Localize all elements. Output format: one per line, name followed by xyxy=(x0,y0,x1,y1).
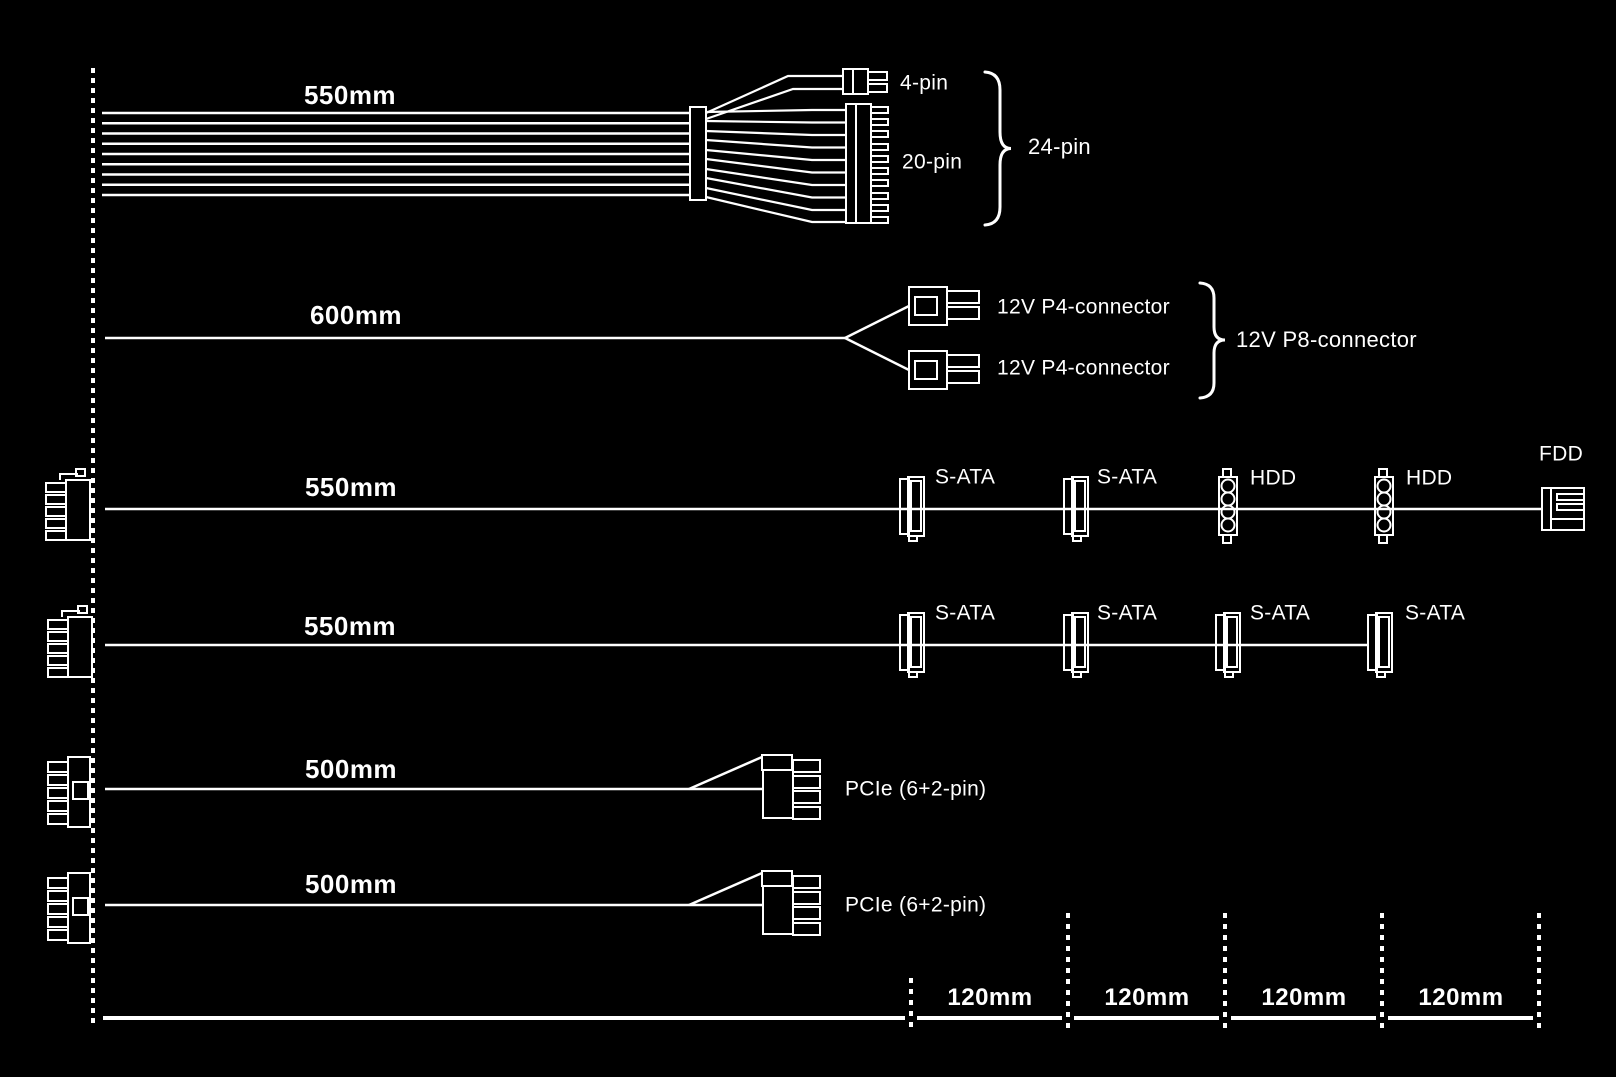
atx-cable-bundle xyxy=(102,111,690,197)
connector-label: 4-pin xyxy=(900,71,949,95)
scale-segment-label: 120mm xyxy=(1418,984,1504,1011)
modular-socket-icon xyxy=(47,756,91,828)
atx-fanout-wires xyxy=(705,74,846,224)
20pin-connector-icon xyxy=(845,103,889,224)
sata-connector-icon xyxy=(1367,612,1393,678)
scale-segment-label: 120mm xyxy=(1104,984,1190,1011)
connector-label: PCIe (6+2-pin) xyxy=(845,893,987,917)
connector-label: S-ATA xyxy=(1097,465,1158,489)
pcie-cable-line xyxy=(105,755,763,791)
cable-length-label: 550mm xyxy=(303,80,397,110)
cable-length-label: 500mm xyxy=(304,754,398,784)
hdd-molex-connector-icon xyxy=(1218,468,1238,544)
cable-length-label: 550mm xyxy=(303,611,397,641)
hdd-molex-connector-icon xyxy=(1374,468,1394,544)
pcie-cable-line xyxy=(105,871,763,907)
cable-length-label: 600mm xyxy=(309,300,403,330)
4pin-connector-icon xyxy=(842,68,888,95)
eps-cable-line xyxy=(105,304,910,372)
modular-socket-icon xyxy=(47,872,91,944)
connector-label: S-ATA xyxy=(1250,601,1311,625)
modular-socket-icon xyxy=(45,468,91,541)
connector-label: 12V P4-connector xyxy=(997,356,1170,380)
pcie-6plus2-connector-icon xyxy=(761,870,821,936)
connector-label: S-ATA xyxy=(1405,601,1466,625)
connector-label: PCIe (6+2-pin) xyxy=(845,777,987,801)
connector-label: S-ATA xyxy=(935,465,996,489)
scale-segment-label: 120mm xyxy=(1261,984,1347,1011)
connector-group-label: 24-pin xyxy=(1028,134,1091,159)
scale-segment-label: 120mm xyxy=(947,984,1033,1011)
pcie-6plus2-connector-icon xyxy=(761,754,821,820)
measure-tick-icon xyxy=(909,913,1541,1032)
connector-label: S-ATA xyxy=(935,601,996,625)
p4-connector-icon xyxy=(908,286,980,326)
cable-length-label: 500mm xyxy=(304,869,398,899)
p4-connector-icon xyxy=(908,350,980,390)
connector-label: FDD xyxy=(1539,442,1584,466)
connector-group-label: 12V P8-connector xyxy=(1236,327,1417,352)
modular-socket-icon xyxy=(47,605,93,678)
fdd-connector-icon xyxy=(1541,487,1585,531)
connector-label: HDD xyxy=(1250,466,1297,490)
p8-brace-icon xyxy=(1198,281,1226,400)
cable-length-label: 550mm xyxy=(304,472,398,502)
connector-label: 20-pin xyxy=(902,150,963,174)
connector-label: HDD xyxy=(1406,466,1453,490)
connector-label: S-ATA xyxy=(1097,601,1158,625)
connector-label: 12V P4-connector xyxy=(997,295,1170,319)
cable-comb xyxy=(689,106,707,201)
24pin-brace-icon xyxy=(983,70,1012,227)
